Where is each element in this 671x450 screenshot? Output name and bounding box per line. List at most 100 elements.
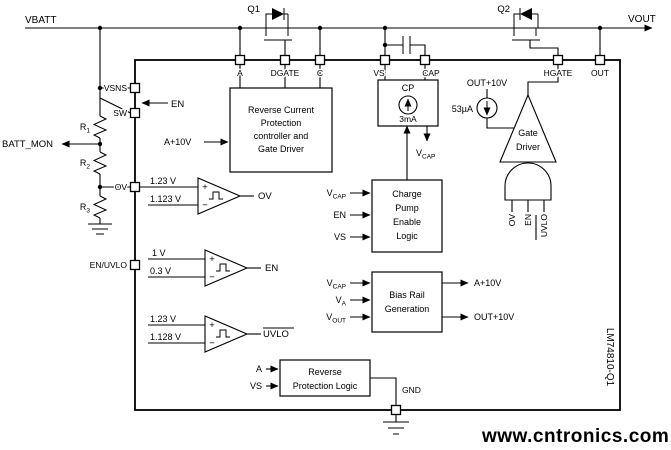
pin-label-out: OUT: [591, 68, 609, 78]
resistor-r3: [92, 195, 108, 219]
a10v-input-label: A+10V: [164, 137, 191, 147]
ground-symbol-main: [383, 414, 409, 435]
pin-gnd: [390, 404, 402, 416]
gate-driver-text: Driver: [516, 142, 540, 152]
pin-vsns: [129, 82, 141, 94]
pin-cap: [419, 54, 431, 66]
vbatt-label: VBATT: [25, 15, 56, 26]
rcp-block: [229, 87, 333, 173]
pin-dgate: [279, 54, 291, 66]
uvlo-threshold-fall: 1.128 V: [150, 332, 181, 342]
bias-out-out10: OUT+10V: [474, 312, 514, 322]
rpl-text: Reverse: [308, 367, 342, 377]
out10v-label: OUT+10V: [467, 78, 507, 88]
r3-label: R3: [80, 202, 91, 215]
vcap-rail-label: VCAP: [416, 148, 435, 161]
q1-mosfet: [264, 8, 292, 41]
en-switch-label: EN: [171, 99, 184, 110]
cp-current-source: [398, 95, 418, 115]
ground-symbol-divider: [88, 218, 112, 235]
uvlo-comparator-output-label: UVLO: [263, 329, 289, 340]
pin-label-vs: VS: [373, 68, 385, 78]
pin-label-c: C: [317, 68, 323, 78]
bias-text: Bias Rail: [389, 290, 425, 300]
and-input-ov-label: OV: [507, 214, 517, 227]
hysteresis-icon: [216, 329, 230, 338]
q2-mosfet: [512, 8, 540, 41]
gate-driver-triangle: [499, 93, 557, 163]
rpl-in-vs: VS: [250, 381, 262, 391]
bias-in-vout: VOUT: [326, 312, 346, 325]
en-comparator-output-label: EN: [265, 263, 278, 274]
q1-label: Q1: [247, 4, 260, 15]
pin-label-en-uvlo: EN/UVLO: [90, 260, 128, 270]
ov-comparator-output-label: OV: [258, 191, 272, 202]
plus-sign: +: [209, 320, 215, 331]
reverse-protection-logic-block: [279, 359, 371, 397]
pin-label-hgate: HGATE: [544, 68, 573, 78]
cpel-in-vs: VS: [334, 232, 346, 242]
resistor-r1: [92, 115, 108, 139]
pin-c: [314, 54, 326, 66]
bias-text: Generation: [385, 304, 430, 314]
pin-out: [594, 54, 606, 66]
and-input-uvlo-label: UVLO: [539, 214, 549, 238]
ov-threshold-fall: 1.123 V: [150, 194, 181, 204]
ic-boundary: [134, 59, 621, 411]
r1-label: R1: [80, 122, 91, 135]
plus-sign: +: [209, 254, 215, 265]
cpel-text: Charge: [392, 189, 422, 199]
minus-sign: −: [209, 272, 215, 283]
bias-out-a10: A+10V: [474, 278, 501, 288]
pin-label-a: A: [237, 68, 243, 78]
gate-driver-text: Gate: [518, 128, 538, 138]
rpl-text: Protection Logic: [293, 381, 358, 391]
pin-label-gnd: GND: [402, 385, 421, 395]
cpel-in-en: EN: [333, 210, 346, 220]
bias-in-va: VA: [336, 295, 347, 308]
pin-en-uvlo: [129, 259, 141, 271]
resistor-r2: [92, 151, 108, 175]
en-switch-blade: [99, 97, 131, 114]
cp-current-label: 3mA: [399, 114, 417, 124]
and-input-en-label: EN: [523, 214, 533, 226]
hysteresis-icon: [209, 191, 223, 200]
uvlo-threshold-rise: 1.23 V: [150, 314, 176, 324]
hysteresis-icon: [216, 263, 230, 272]
ov-threshold-rise: 1.23 V: [150, 176, 176, 186]
pin-a: [234, 54, 246, 66]
bias-rail-block: [371, 271, 443, 333]
cap-vs-capacitor: [402, 36, 411, 54]
resistor-divider: [92, 115, 108, 219]
batt-mon-label: BATT_MON: [2, 139, 53, 150]
rcp-text: Reverse Current: [248, 105, 315, 115]
part-number-label: LM74810-Q1: [604, 328, 615, 387]
pin-label-vsns: VSNS: [104, 83, 127, 93]
cpel-text: Pump: [395, 203, 419, 213]
current-source-53ua: [476, 97, 498, 119]
rcp-text: Protection: [261, 118, 302, 128]
pin-hgate: [552, 54, 564, 66]
rcp-text: controller and: [254, 131, 309, 141]
rcp-text: Gate Driver: [258, 144, 304, 154]
cpel-text: Logic: [396, 231, 418, 241]
plus-sign: +: [202, 182, 208, 193]
minus-sign: −: [202, 200, 208, 211]
cp-label: CP: [402, 83, 415, 93]
rpl-in-a: A: [256, 364, 262, 374]
minus-sign: −: [209, 338, 215, 349]
pin-label-dgate: DGATE: [271, 68, 300, 78]
pin-ov: [129, 181, 141, 193]
pin-label-cap: CAP: [422, 68, 440, 78]
cpel-in-vcap: VCAP: [327, 188, 346, 201]
ic-pins: [129, 54, 606, 416]
r2-label: R2: [80, 158, 91, 171]
53ua-label: 53µA: [452, 104, 473, 114]
comparators: [197, 177, 249, 353]
watermark: www.cntronics.com: [481, 426, 669, 447]
circuit-wires: [25, 24, 653, 435]
vout-label: VOUT: [628, 14, 656, 25]
cpel-text: Enable: [393, 217, 421, 227]
